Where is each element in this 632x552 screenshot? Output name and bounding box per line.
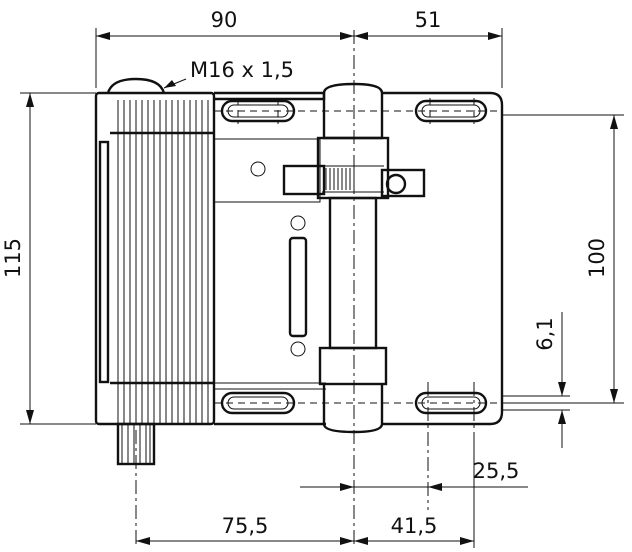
slot-top-right: [414, 99, 488, 123]
mounting-plate: [382, 91, 504, 426]
inner-step: [214, 138, 321, 203]
arrowheads: [26, 32, 618, 545]
slot-bottom-right: [414, 391, 488, 415]
slot-bottom-left: [220, 391, 296, 415]
ribs: [110, 100, 214, 424]
dimension-lines: [20, 28, 624, 548]
lever-left: [282, 164, 326, 196]
slot-top-left: [220, 99, 296, 123]
dim-top-right: 51: [415, 8, 442, 32]
rib-bands: [110, 131, 214, 385]
upper-plate-edge: [214, 91, 326, 101]
hinge-lower-collar: [318, 346, 388, 386]
lever-right: [380, 168, 426, 198]
dim-bottom-right: 41,5: [391, 514, 438, 538]
hinge-top: [322, 82, 384, 140]
hinge-shaft: [328, 196, 378, 350]
hinge-collar: [316, 136, 390, 200]
top-connector: [106, 77, 166, 94]
housing: [94, 91, 504, 426]
dim-slot-spacing: 6,1: [533, 317, 557, 350]
lever-pin: [385, 173, 407, 195]
dim-right-height: 100: [585, 238, 609, 278]
dim-top-left: 90: [211, 8, 238, 32]
screw-lower: [290, 341, 306, 357]
dimension-labels: 90 51 M16 x 1,5 115 100 6,1 25,5 75,5 41…: [1, 8, 609, 538]
screws: [250, 161, 308, 357]
dim-thread: M16 x 1,5: [190, 58, 294, 82]
dim-left-height: 115: [1, 238, 25, 278]
side-slot: [98, 140, 110, 384]
screw-upper: [250, 161, 266, 177]
dim-bottom-left: 75,5: [222, 514, 269, 538]
hinge-bottom: [322, 384, 384, 434]
lower-band: [214, 382, 326, 390]
screw-middle: [290, 215, 306, 231]
dim-slot-offset: 25,5: [473, 459, 520, 483]
center-lines: [135, 30, 502, 548]
inner-slot: [288, 236, 308, 338]
